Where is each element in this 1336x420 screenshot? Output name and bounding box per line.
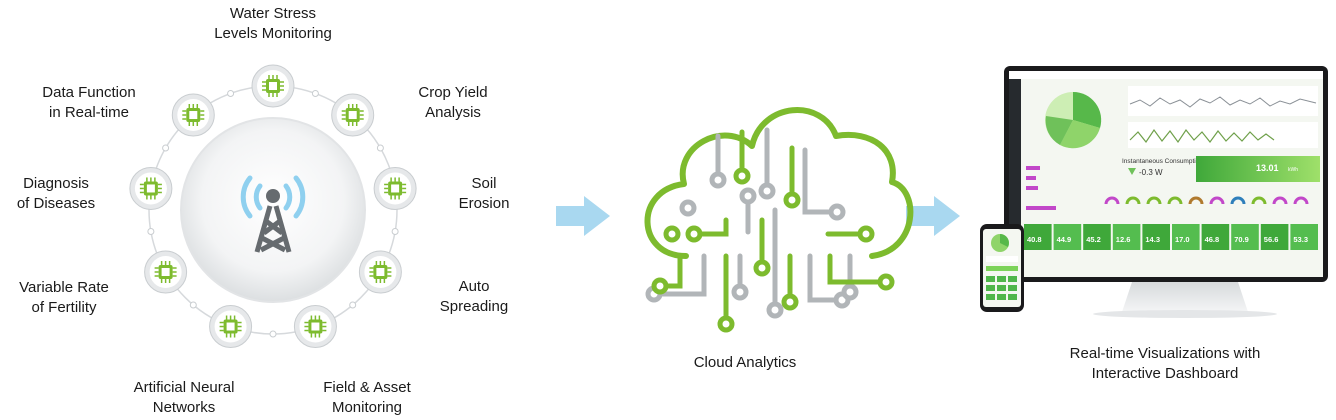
consumption-title: Instantaneous Consumption: [1122, 158, 1203, 165]
caption-line-2: Interactive Dashboard: [1091, 365, 1239, 382]
tile-value: 70.9: [1234, 235, 1249, 244]
hub-circle: [180, 117, 366, 303]
total-energy-unit: kWh: [1288, 167, 1298, 173]
ring-dot: [269, 330, 277, 338]
phone-bar: [986, 266, 1018, 271]
total-energy-bar: [1196, 156, 1320, 182]
dashboard-pie-chart: [1045, 91, 1102, 149]
ring-dot: [349, 301, 357, 309]
line-series-top: [1129, 96, 1317, 108]
tile-value: 44.9: [1057, 235, 1072, 244]
phone-tiles: [986, 276, 1017, 300]
monitor-stand: [1122, 282, 1248, 312]
tile-value: 46.8: [1205, 235, 1220, 244]
mini-gauge: [1104, 196, 1120, 205]
arrow-right-icon: [906, 196, 960, 236]
mini-gauge: [1167, 196, 1183, 205]
sensor-chip-icon: [144, 250, 188, 294]
sensor-chip-icon: [331, 93, 375, 137]
arrow-right-icon: [556, 196, 610, 236]
mini-gauge: [1125, 196, 1141, 205]
tile-value: 14.3: [1145, 235, 1160, 244]
dashboard-bars: [1026, 166, 1056, 210]
ring-dot: [147, 228, 155, 236]
tile: [1112, 224, 1141, 250]
tile-value: 40.8: [1027, 235, 1042, 244]
tile: [1053, 224, 1082, 250]
sensor-chip-icon: [251, 64, 295, 108]
sensor-chip-icon: [171, 93, 215, 137]
sensor-chip-icon: [358, 250, 402, 294]
dashboard-caption: Real-time Visualizations with Interactiv…: [1040, 344, 1290, 384]
tile-value: 45.2: [1086, 235, 1101, 244]
antenna-tower-icon: [240, 175, 306, 253]
tile: [1142, 224, 1170, 250]
sensor-nodes: [129, 64, 417, 349]
ring-dot: [189, 301, 197, 309]
mini-gauge: [1272, 196, 1288, 205]
sensor-chip-icon: [129, 166, 173, 210]
tile: [1290, 224, 1318, 250]
mini-gauge: [1209, 196, 1225, 205]
cloud-analytics-label: Cloud Analytics: [693, 354, 797, 371]
mini-gauge: [1146, 196, 1162, 205]
total-energy-value: 13.01: [1256, 163, 1279, 173]
ring-dot: [162, 144, 170, 152]
dashboard-line-chart-top: [1128, 86, 1318, 116]
mini-gauge: [1251, 196, 1267, 205]
tile: [1201, 224, 1230, 250]
phone-pie-slice: [1000, 234, 1009, 247]
tile: [1172, 224, 1200, 250]
consumption-value: -0.3 W: [1139, 168, 1163, 177]
down-arrow-icon: [1128, 168, 1136, 175]
caption-line-1: Real-time Visualizations with: [1069, 345, 1261, 362]
mini-gauge: [1188, 196, 1204, 205]
tile-value: 12.6: [1116, 235, 1131, 244]
ring-connectors: [147, 89, 399, 338]
dashboard-mini-gauges: [1104, 196, 1309, 205]
tile-value: 17.0: [1175, 235, 1190, 244]
line-series-bottom: [1129, 128, 1275, 144]
tile: [1260, 224, 1289, 250]
tile-value: 56.6: [1264, 235, 1279, 244]
mini-gauge: [1230, 196, 1246, 205]
tile-value: 53.3: [1293, 235, 1308, 244]
sensor-chip-icon: [209, 305, 253, 349]
ring-dot: [227, 89, 235, 97]
phone-chart: [986, 256, 1018, 262]
mini-gauge: [1293, 196, 1309, 205]
tile: [1231, 224, 1259, 250]
ring-dot: [376, 144, 384, 152]
sensor-chip-icon: [373, 166, 417, 210]
sensor-chip-icon: [293, 305, 337, 349]
ring-dot: [311, 89, 319, 97]
dashboard-line-chart-bottom: [1128, 122, 1318, 148]
monitor-base: [1093, 310, 1277, 318]
dashboard-topbar: [1009, 71, 1323, 79]
ring-dot: [391, 228, 399, 236]
tile: [1083, 224, 1111, 250]
dashboard-tile-row: 40.8 44.9 45.2 12.6 14.3 17.0 46.8 70.9 56.6 53.3: [1024, 224, 1318, 250]
tile: [1024, 224, 1052, 250]
